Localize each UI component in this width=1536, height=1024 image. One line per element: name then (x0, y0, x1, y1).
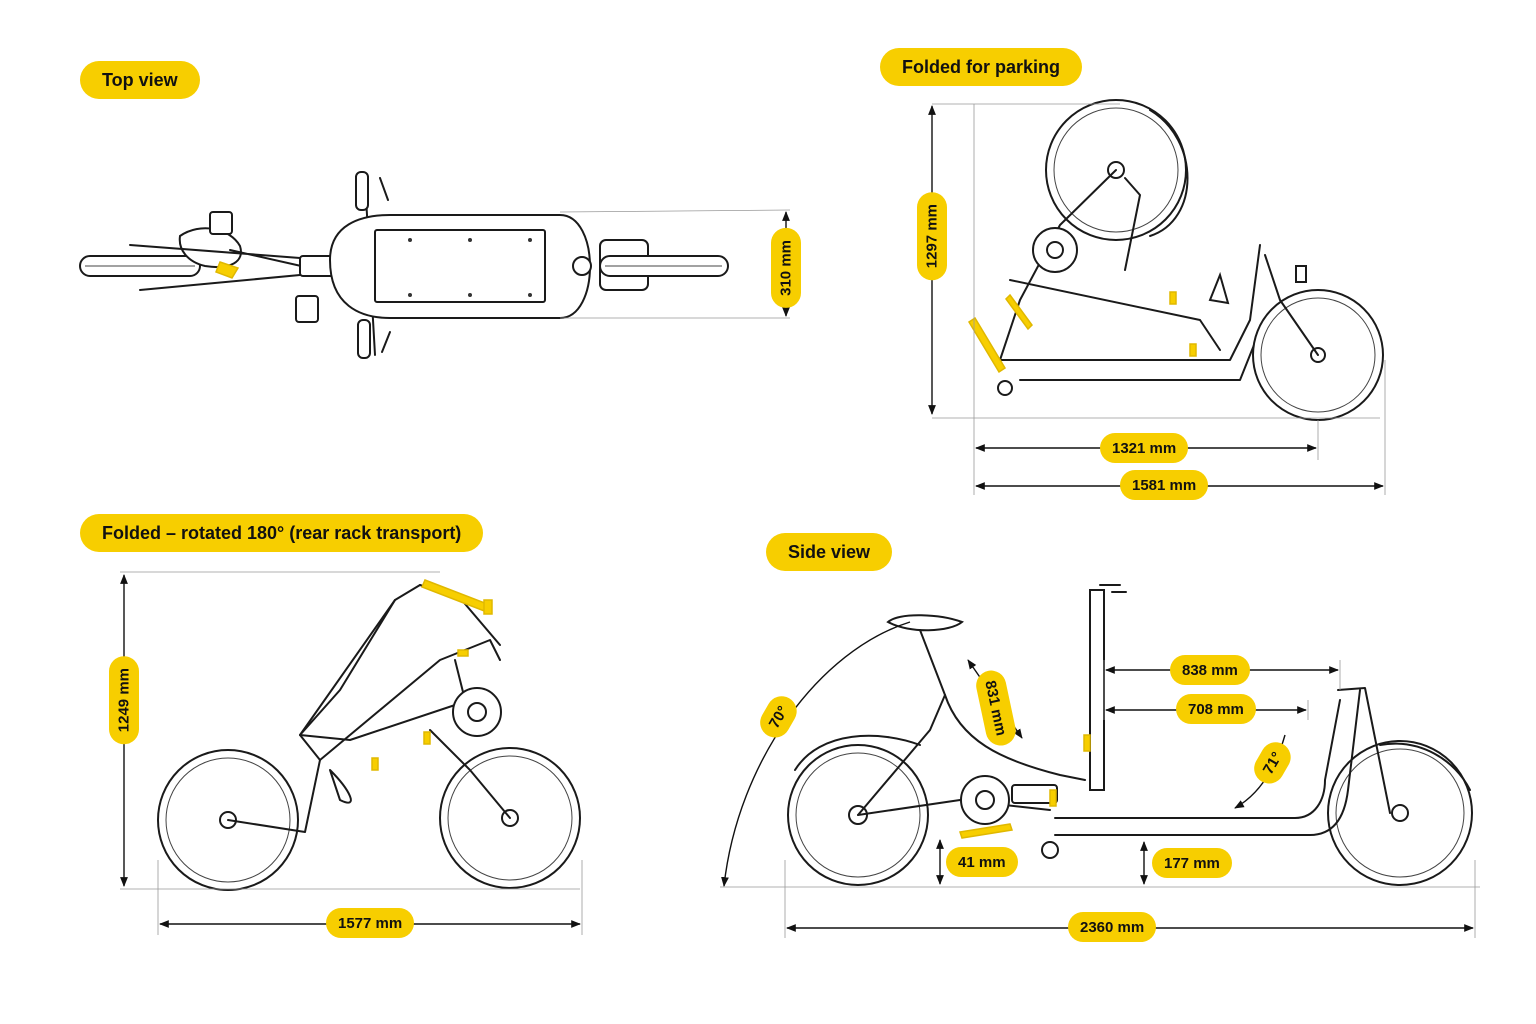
title-top-view: Top view (80, 61, 200, 99)
label-parking-height: 1297 mm (917, 192, 947, 281)
label-side-41: 41 mm (946, 847, 1018, 877)
label-rotated-height: 1249 mm (109, 656, 139, 745)
folded-parking-bike (932, 99, 1386, 495)
label-rotated-length: 1577 mm (326, 908, 415, 938)
label-parking-inner-length: 1321 mm (1100, 433, 1189, 463)
folded-rotated-bike (120, 571, 583, 935)
title-folded-rotated: Folded – rotated 180° (rear rack transpo… (80, 514, 484, 552)
label-parking-outer-length: 1581 mm (1120, 470, 1209, 500)
title-side-view: Side view (766, 533, 893, 571)
title-folded-parking: Folded for parking (880, 48, 1083, 86)
label-side-838: 838 mm (1170, 655, 1250, 685)
side-view-bike (720, 584, 1480, 938)
label-side-708: 708 mm (1176, 694, 1256, 724)
label-top-width: 310 mm (771, 228, 801, 308)
label-side-177: 177 mm (1152, 848, 1232, 878)
top-view-bike (79, 171, 791, 359)
label-side-length: 2360 mm (1068, 912, 1157, 942)
